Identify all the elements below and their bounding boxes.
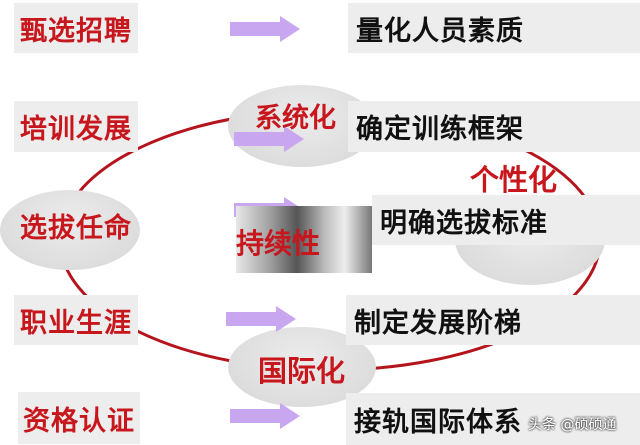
arrow-right-icon — [234, 126, 304, 152]
arrow-right-icon — [230, 16, 300, 42]
right-item-4: 制定发展阶梯 — [346, 295, 640, 345]
arrow-right-icon — [230, 403, 300, 429]
right-item-2: 确定训练框架 — [348, 101, 640, 152]
ellipse-left — [0, 190, 140, 270]
left-item-2: 培训发展 — [14, 101, 138, 152]
label-sustainable: 持续性 — [236, 227, 321, 260]
right-item-5: 接轨国际体系 — [346, 393, 640, 445]
arrow-right-icon — [226, 306, 296, 332]
label-international: 国际化 — [258, 354, 346, 388]
right-item-3: 明确选拔标准 — [372, 195, 640, 245]
left-item-5: 资格认证 — [18, 392, 140, 444]
left-item-1: 甄选招聘 — [14, 3, 138, 53]
label-personalized: 个性化 — [470, 163, 558, 197]
right-item-1: 量化人员素质 — [348, 3, 640, 53]
left-item-4: 职业生涯 — [14, 295, 138, 345]
left-item-3: 选拔任命 — [20, 212, 132, 244]
sustainable-box — [236, 206, 372, 273]
watermark: 头条 @硕硕通 — [528, 417, 617, 433]
label-systematic: 系统化 — [255, 103, 336, 134]
